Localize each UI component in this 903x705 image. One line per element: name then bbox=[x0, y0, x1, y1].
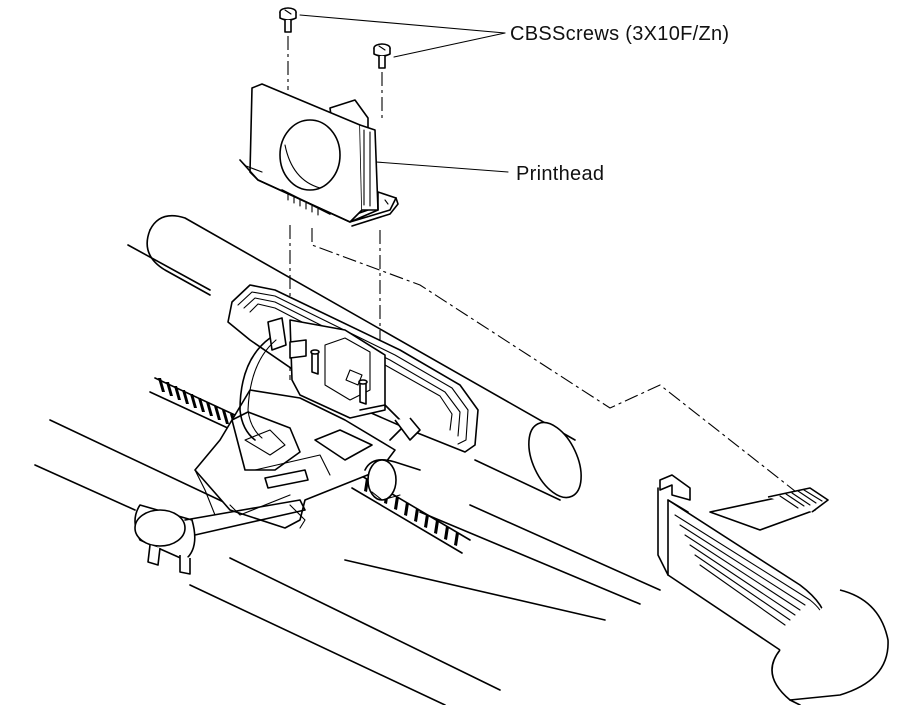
carriage-body bbox=[194, 337, 421, 529]
carriage-plate bbox=[227, 284, 479, 453]
screw-left bbox=[279, 7, 297, 33]
flat-cable bbox=[657, 474, 889, 705]
printhead-label: Printhead bbox=[516, 163, 604, 185]
carriage-bushing bbox=[134, 469, 306, 575]
screws-label: CBSScrews (3X10F/Zn) bbox=[510, 23, 729, 45]
printhead bbox=[239, 83, 399, 227]
screw-leader-lines bbox=[299, 14, 506, 58]
guide-shafts bbox=[34, 244, 661, 705]
screw-right bbox=[373, 43, 391, 69]
printhead-leader-line bbox=[375, 161, 509, 173]
guide-roller bbox=[364, 459, 421, 501]
platen-roller bbox=[146, 214, 582, 501]
